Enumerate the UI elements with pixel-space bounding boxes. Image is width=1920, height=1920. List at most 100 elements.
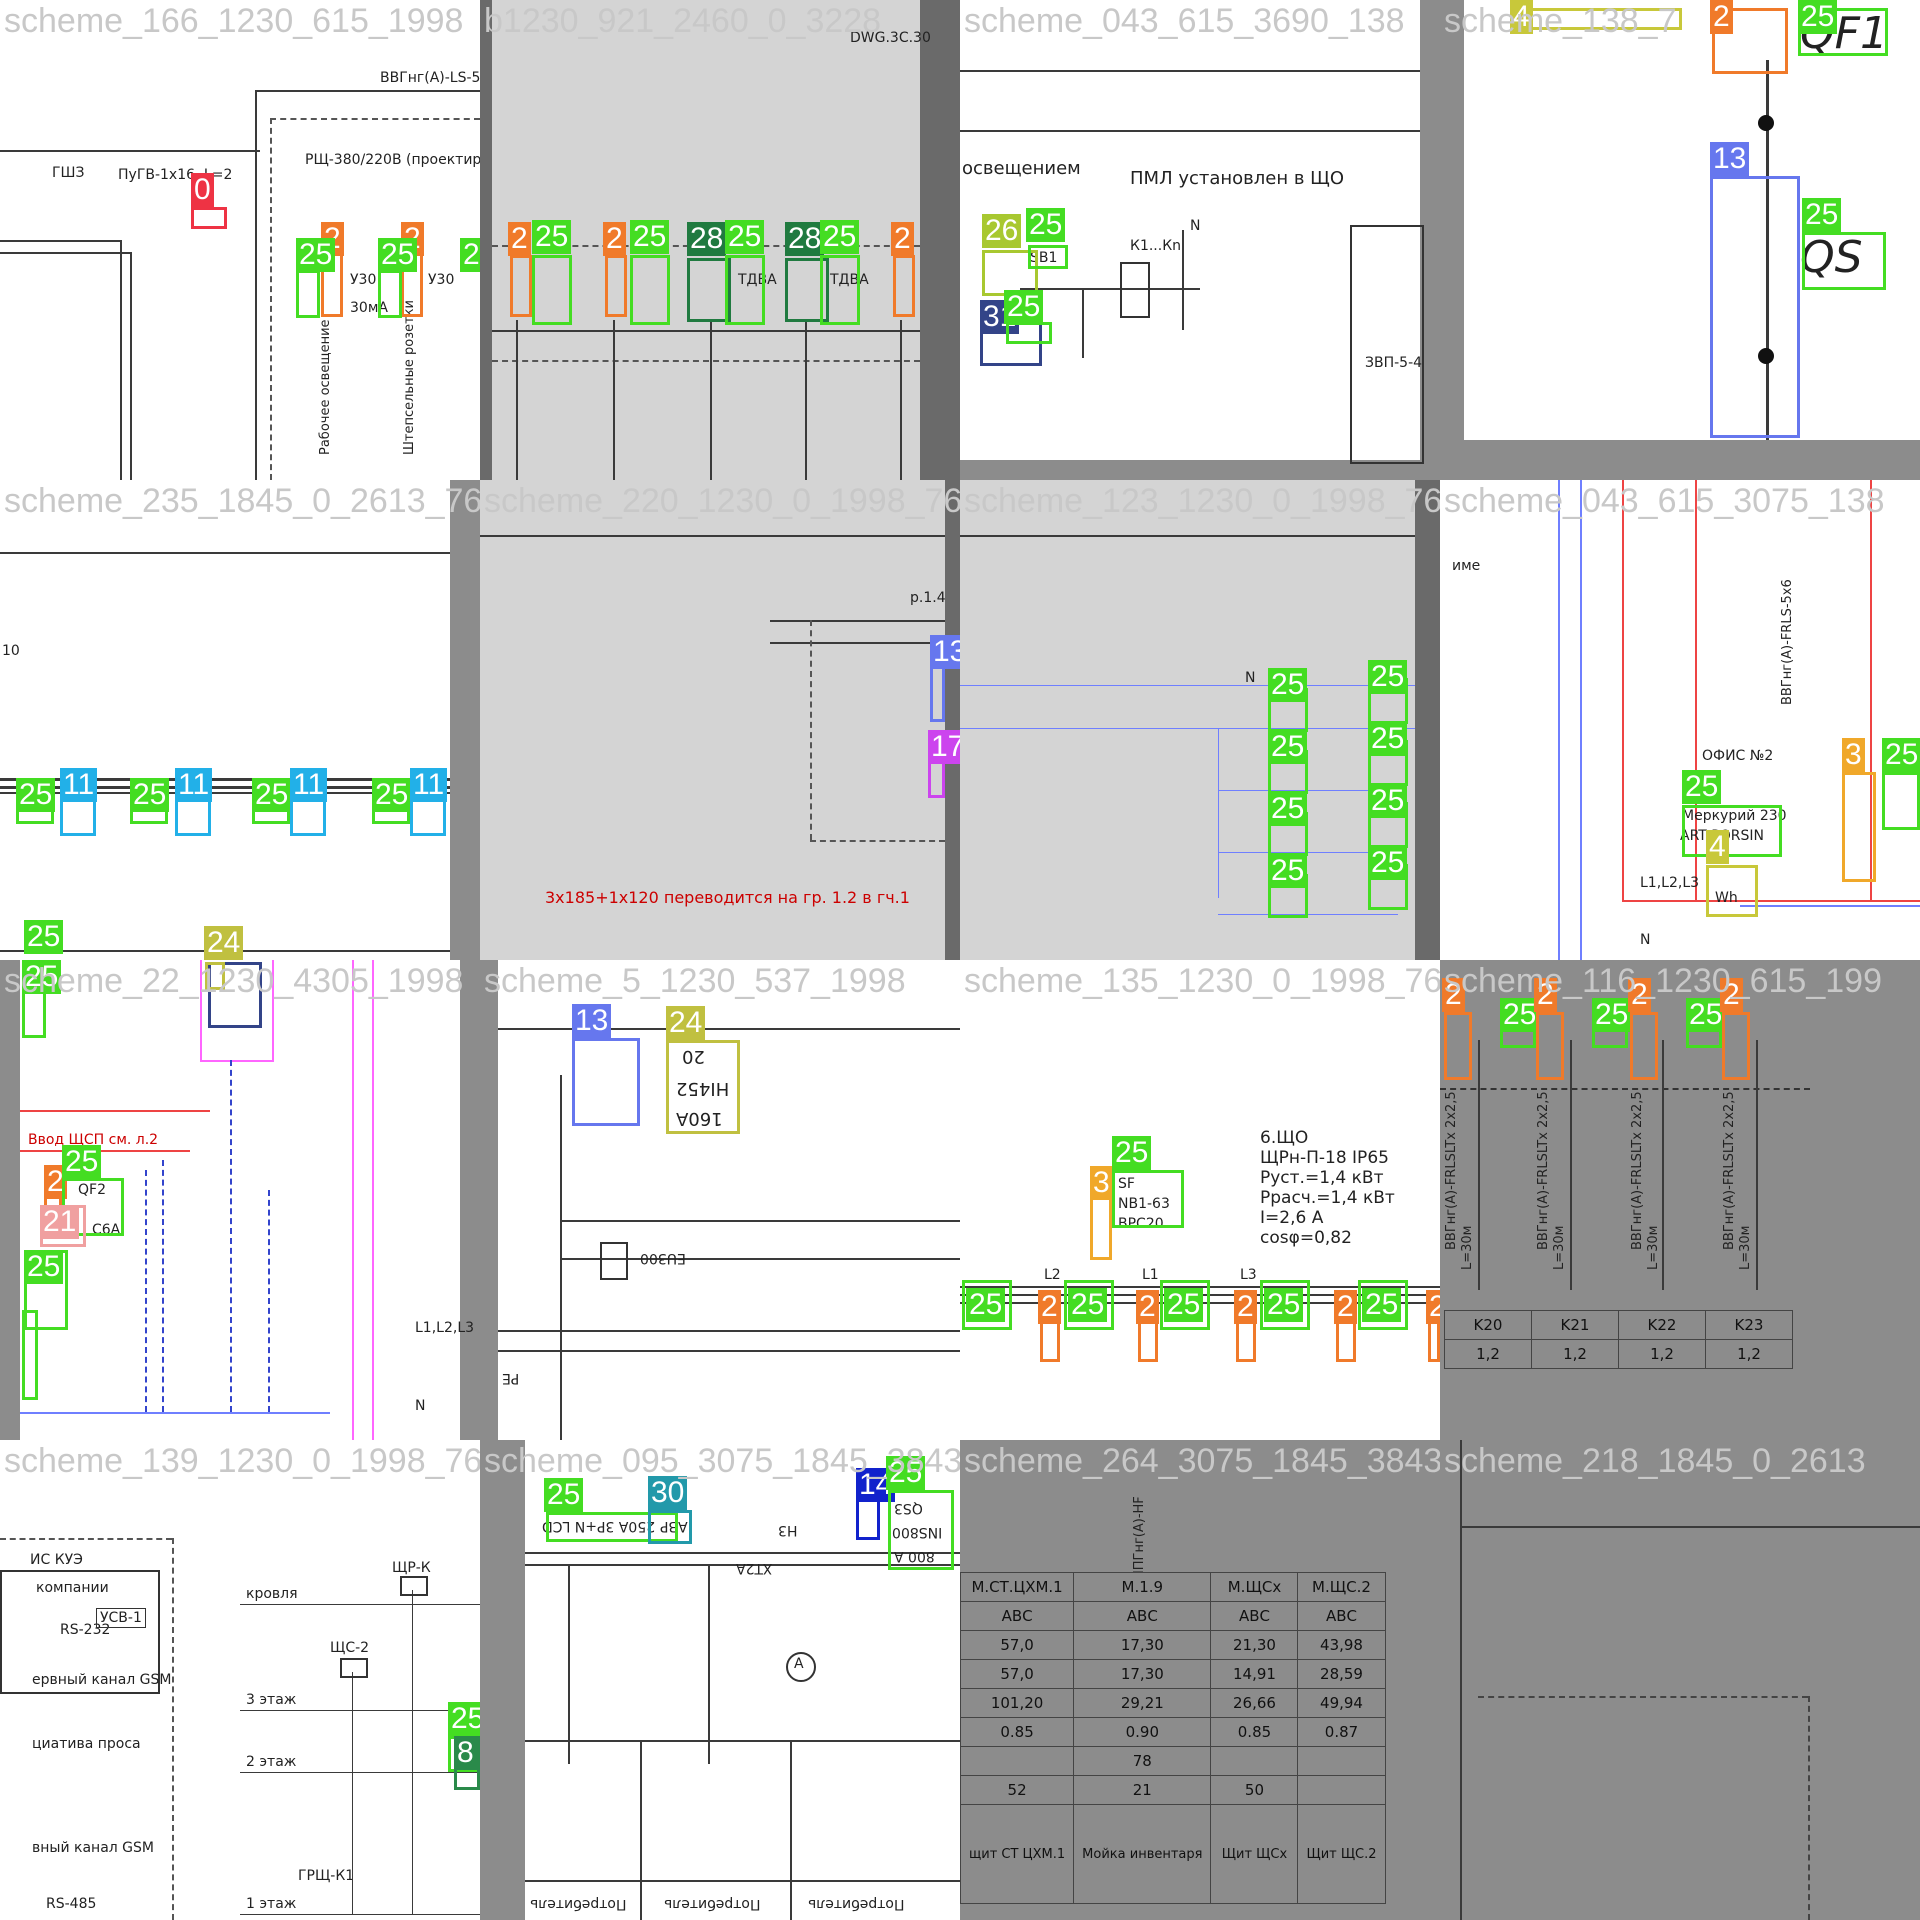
table-cell: K23 bbox=[1705, 1310, 1793, 1340]
control-line bbox=[1082, 288, 1084, 358]
bus-line bbox=[770, 620, 945, 622]
tile-title: scheme_139_1230_0_1998_768 bbox=[4, 1442, 480, 1480]
panel-border bbox=[172, 1538, 174, 1920]
table-cell: 17,30 bbox=[1073, 1659, 1212, 1689]
class-tag: 13 bbox=[572, 1004, 612, 1038]
bus-line bbox=[492, 330, 920, 332]
panel-prasch: Ррасч.=1,4 кВт bbox=[1260, 1188, 1395, 1208]
tile-11: scheme_135_1230_0_1998_768 6.ЩО ЩРн-П-18… bbox=[960, 960, 1440, 1440]
neutral-line bbox=[1182, 230, 1184, 330]
bus-line bbox=[560, 1220, 960, 1222]
n-bus bbox=[20, 1412, 330, 1414]
cable-label: ВВГнг(А)-FRLSLTx 2x2,5 bbox=[1536, 1091, 1551, 1250]
detection-box bbox=[648, 1510, 692, 1544]
class-tag: 2 bbox=[891, 222, 914, 256]
class-tag: 25 bbox=[1368, 722, 1408, 756]
roof-label: кровля bbox=[246, 1586, 298, 1602]
phase-label: L3 bbox=[1240, 1267, 1257, 1283]
dark-margin bbox=[945, 480, 960, 960]
class-tag: 11 bbox=[290, 768, 328, 802]
class-tag: 24 bbox=[666, 1006, 706, 1040]
index-label: 10 bbox=[2, 643, 20, 659]
detection-box bbox=[296, 270, 320, 318]
class-tag: 2 bbox=[1534, 978, 1557, 1012]
class-tag: 4 bbox=[1510, 0, 1533, 34]
class-tag: 25 bbox=[886, 1456, 926, 1490]
panel-line bbox=[640, 1740, 642, 1920]
table-cell: 17,30 bbox=[1073, 1630, 1212, 1660]
tile-title: scheme_264_3075_1845_3843 bbox=[964, 1442, 1440, 1480]
detection-box bbox=[785, 258, 829, 322]
wire-line bbox=[0, 240, 120, 242]
class-tag: 25 bbox=[62, 1145, 102, 1179]
class-tag: 2 bbox=[1628, 978, 1651, 1012]
table-cell bbox=[1210, 1746, 1299, 1776]
frame-line bbox=[255, 90, 480, 92]
panel-pust: Руст.=1,4 кВт bbox=[1260, 1168, 1384, 1188]
circuit-table: K20 K21 K22 K23 1,2 1,2 1,2 1,2 bbox=[1444, 1310, 1793, 1369]
table-cell: 21 bbox=[1073, 1775, 1212, 1805]
class-tag: 25 bbox=[1882, 738, 1920, 772]
length-label: L=30м bbox=[1646, 1225, 1661, 1270]
ammeter-icon bbox=[786, 1652, 816, 1682]
table-header: М.1.9 bbox=[1073, 1572, 1212, 1602]
table-cell bbox=[1297, 1746, 1386, 1776]
table-row: 57,0 17,30 21,30 43,98 bbox=[960, 1630, 1386, 1660]
tile-16: scheme_218_1845_0_2613 bbox=[1440, 1440, 1920, 1920]
class-tag: 25 bbox=[1268, 854, 1308, 888]
table-cell: щит СТ ЦХМ.1 bbox=[960, 1804, 1075, 1904]
tile-9: scheme_22_1230_4305_1998 Ввод ЩСП см. л.… bbox=[0, 960, 480, 1440]
tile-title: scheme_116_1230_615_199 bbox=[1444, 962, 1882, 1000]
blue-dash bbox=[145, 1170, 147, 1412]
note-label: 3х185+1х120 переводится на гр. 1.2 в гч.… bbox=[545, 888, 910, 907]
bus-line bbox=[1558, 480, 1560, 960]
class-tag: 26 bbox=[982, 214, 1022, 248]
class-tag: 2 bbox=[508, 222, 531, 256]
pink-line bbox=[200, 1060, 274, 1062]
detection-box bbox=[1536, 1012, 1564, 1080]
phase-label: L1 bbox=[1142, 1267, 1159, 1283]
detection-box bbox=[1006, 322, 1052, 344]
table-cell bbox=[1297, 1775, 1386, 1805]
panel-border bbox=[270, 118, 480, 120]
rsh-label: РЩ-380/220В (проектируемый) bbox=[305, 152, 480, 168]
table-header: М.ЩСх bbox=[1210, 1572, 1299, 1602]
detection-box bbox=[208, 962, 262, 1028]
frame-line bbox=[498, 1028, 960, 1030]
length-label: L=30м bbox=[1460, 1225, 1475, 1270]
class-tag: 0 bbox=[191, 173, 214, 207]
floor-line bbox=[240, 1710, 480, 1711]
table-cell: 0.85 bbox=[960, 1717, 1075, 1747]
feeder-line bbox=[568, 1564, 570, 1764]
detection-box bbox=[532, 255, 572, 325]
class-tag: 25 bbox=[966, 1288, 1006, 1322]
class-tag: 25 bbox=[22, 960, 62, 994]
feeder-line bbox=[710, 320, 712, 480]
kue-box bbox=[0, 1570, 160, 1694]
detection-box bbox=[1112, 1170, 1184, 1228]
table-row: М.СТ.ЦХМ.1 М.1.9 М.ЩСх М.ЩС.2 bbox=[960, 1572, 1386, 1602]
detection-box bbox=[191, 207, 227, 229]
tile-title: scheme_095_3075_1845_3843 bbox=[484, 1442, 960, 1480]
n-label: N bbox=[1190, 218, 1201, 234]
bus-line bbox=[960, 1286, 1440, 1288]
socket-label: Штепсельные розетки bbox=[402, 300, 417, 455]
bus-line bbox=[560, 1258, 960, 1260]
frame-line bbox=[0, 552, 450, 554]
bus-line bbox=[0, 792, 450, 794]
length-label: L=30м bbox=[1738, 1225, 1753, 1270]
feeder-line bbox=[1756, 1040, 1758, 1290]
table-cell: 21,30 bbox=[1210, 1630, 1299, 1660]
node-dot bbox=[1758, 115, 1774, 131]
length-label: L=30м bbox=[1552, 1225, 1567, 1270]
table-cell: 14,91 bbox=[1210, 1659, 1299, 1689]
tile-title: scheme_123_1230_0_1998_768 bbox=[964, 482, 1440, 520]
table-cell: 1,2 bbox=[1531, 1339, 1619, 1369]
tile-14: scheme_095_3075_1845_3843 250А 3Р+N LCD … bbox=[480, 1440, 960, 1920]
panel-line bbox=[525, 1880, 960, 1882]
n-label: N bbox=[415, 1398, 426, 1414]
detection-box bbox=[1260, 1280, 1310, 1330]
pink-line bbox=[200, 960, 202, 1060]
detection-box bbox=[1802, 232, 1886, 290]
